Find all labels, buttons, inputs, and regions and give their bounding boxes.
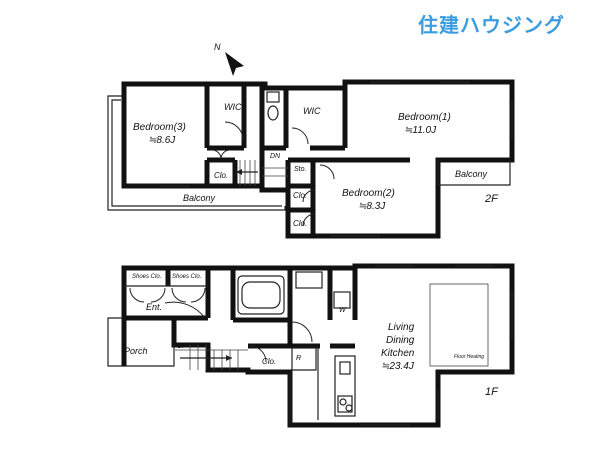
shoes-closet-2-label: Shoes Clo. bbox=[172, 274, 201, 280]
bedroom2-name: Bedroom(2) bbox=[342, 188, 395, 199]
refrigerator-label: R bbox=[296, 355, 301, 362]
second-floor: Bedroom(3) ≒8.6J WIC WIC Bedroom(1) ≒11.… bbox=[107, 79, 515, 239]
stair-dn-label: DN bbox=[270, 153, 281, 160]
bedroom3-name: Bedroom(3) bbox=[133, 122, 186, 133]
closet-1f-label: Clo. bbox=[262, 357, 276, 366]
storage-label: Sto. bbox=[294, 166, 307, 173]
balcony-left-label: Balcony bbox=[183, 193, 216, 203]
shoes-closet-1-label: Shoes Clo. bbox=[132, 274, 161, 280]
balcony-right-label: Balcony bbox=[455, 169, 488, 179]
bedroom1-size: ≒11.0J bbox=[404, 125, 437, 136]
floor-heating-label: Floor Heating bbox=[454, 354, 484, 360]
compass-label: N bbox=[214, 42, 221, 52]
bedroom1-name: Bedroom(1) bbox=[398, 112, 451, 123]
closet-c-label: Clo. bbox=[293, 219, 307, 228]
first-floor: Shoes Clo. Shoes Clo. Ent. Porch UP Clo.… bbox=[107, 263, 515, 428]
closet-b-label: Clo. bbox=[293, 191, 307, 200]
porch-label: Porch bbox=[124, 346, 148, 356]
north-arrow-icon: N bbox=[214, 42, 244, 76]
bedroom2-size: ≒8.3J bbox=[358, 201, 386, 212]
brand-logo: 住建ハウジング bbox=[418, 13, 565, 37]
closet-a-label: Clo. bbox=[214, 171, 228, 180]
wic-left-label: WIC bbox=[224, 102, 242, 112]
ldk-line1: Living bbox=[388, 322, 415, 333]
floor-1f-label: 1F bbox=[485, 386, 499, 398]
ldk-line3: Kitchen bbox=[381, 348, 415, 359]
ldk-size: ≒23.4J bbox=[381, 361, 415, 372]
washer-label: W bbox=[339, 307, 347, 314]
ldk-line2: Dining bbox=[386, 335, 415, 346]
stair-up-label: UP bbox=[177, 343, 187, 350]
floor-2f-label: 2F bbox=[484, 193, 499, 205]
entrance-label: Ent. bbox=[146, 302, 162, 312]
wic-right-label: WIC bbox=[303, 106, 321, 116]
bedroom3-size: ≒8.6J bbox=[148, 135, 176, 146]
